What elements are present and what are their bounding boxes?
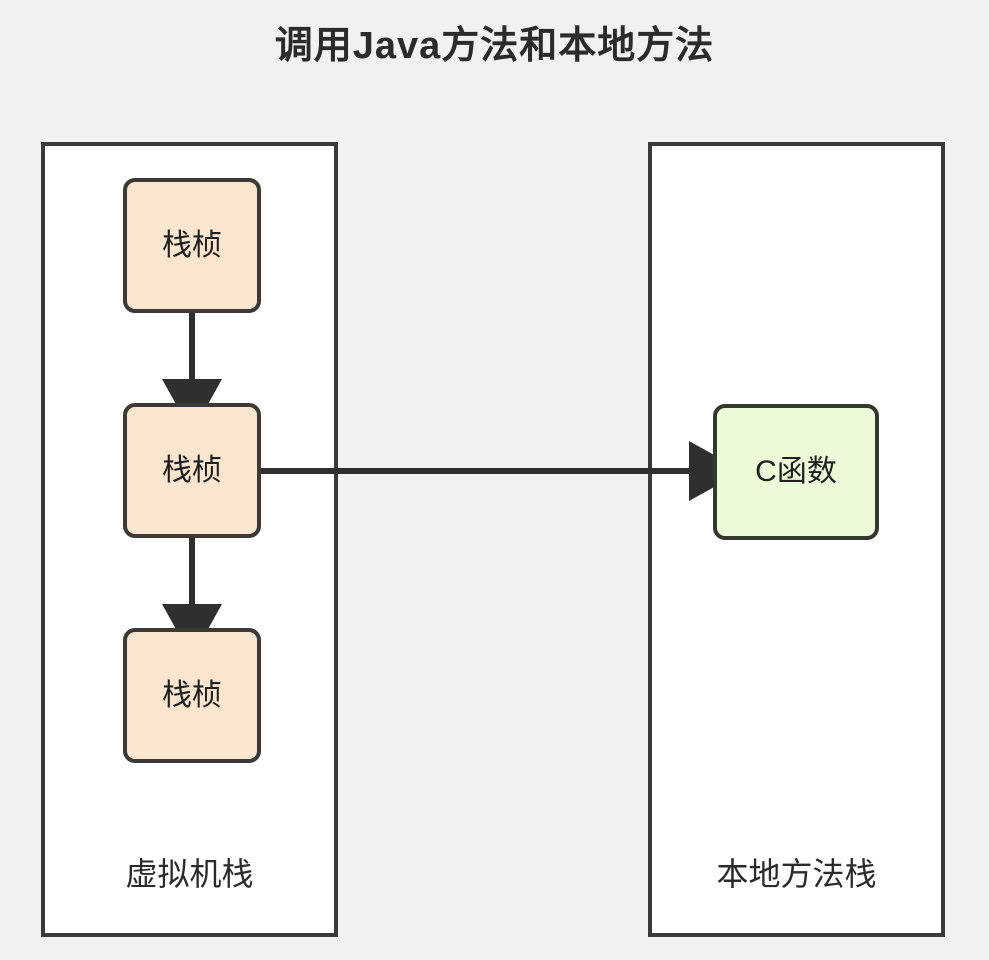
- diagram-title: 调用Java方法和本地方法: [274, 25, 715, 67]
- stack-frame-box-3[interactable]: 栈桢: [123, 628, 261, 763]
- native-stack-caption: 本地方法栈: [716, 856, 877, 892]
- c-function-box[interactable]: C函数: [713, 404, 879, 540]
- vm-stack-caption: 虚拟机栈: [125, 856, 254, 892]
- stack-frame-box-1[interactable]: 栈桢: [123, 178, 261, 313]
- stack-frame-box-2[interactable]: 栈桢: [123, 403, 261, 538]
